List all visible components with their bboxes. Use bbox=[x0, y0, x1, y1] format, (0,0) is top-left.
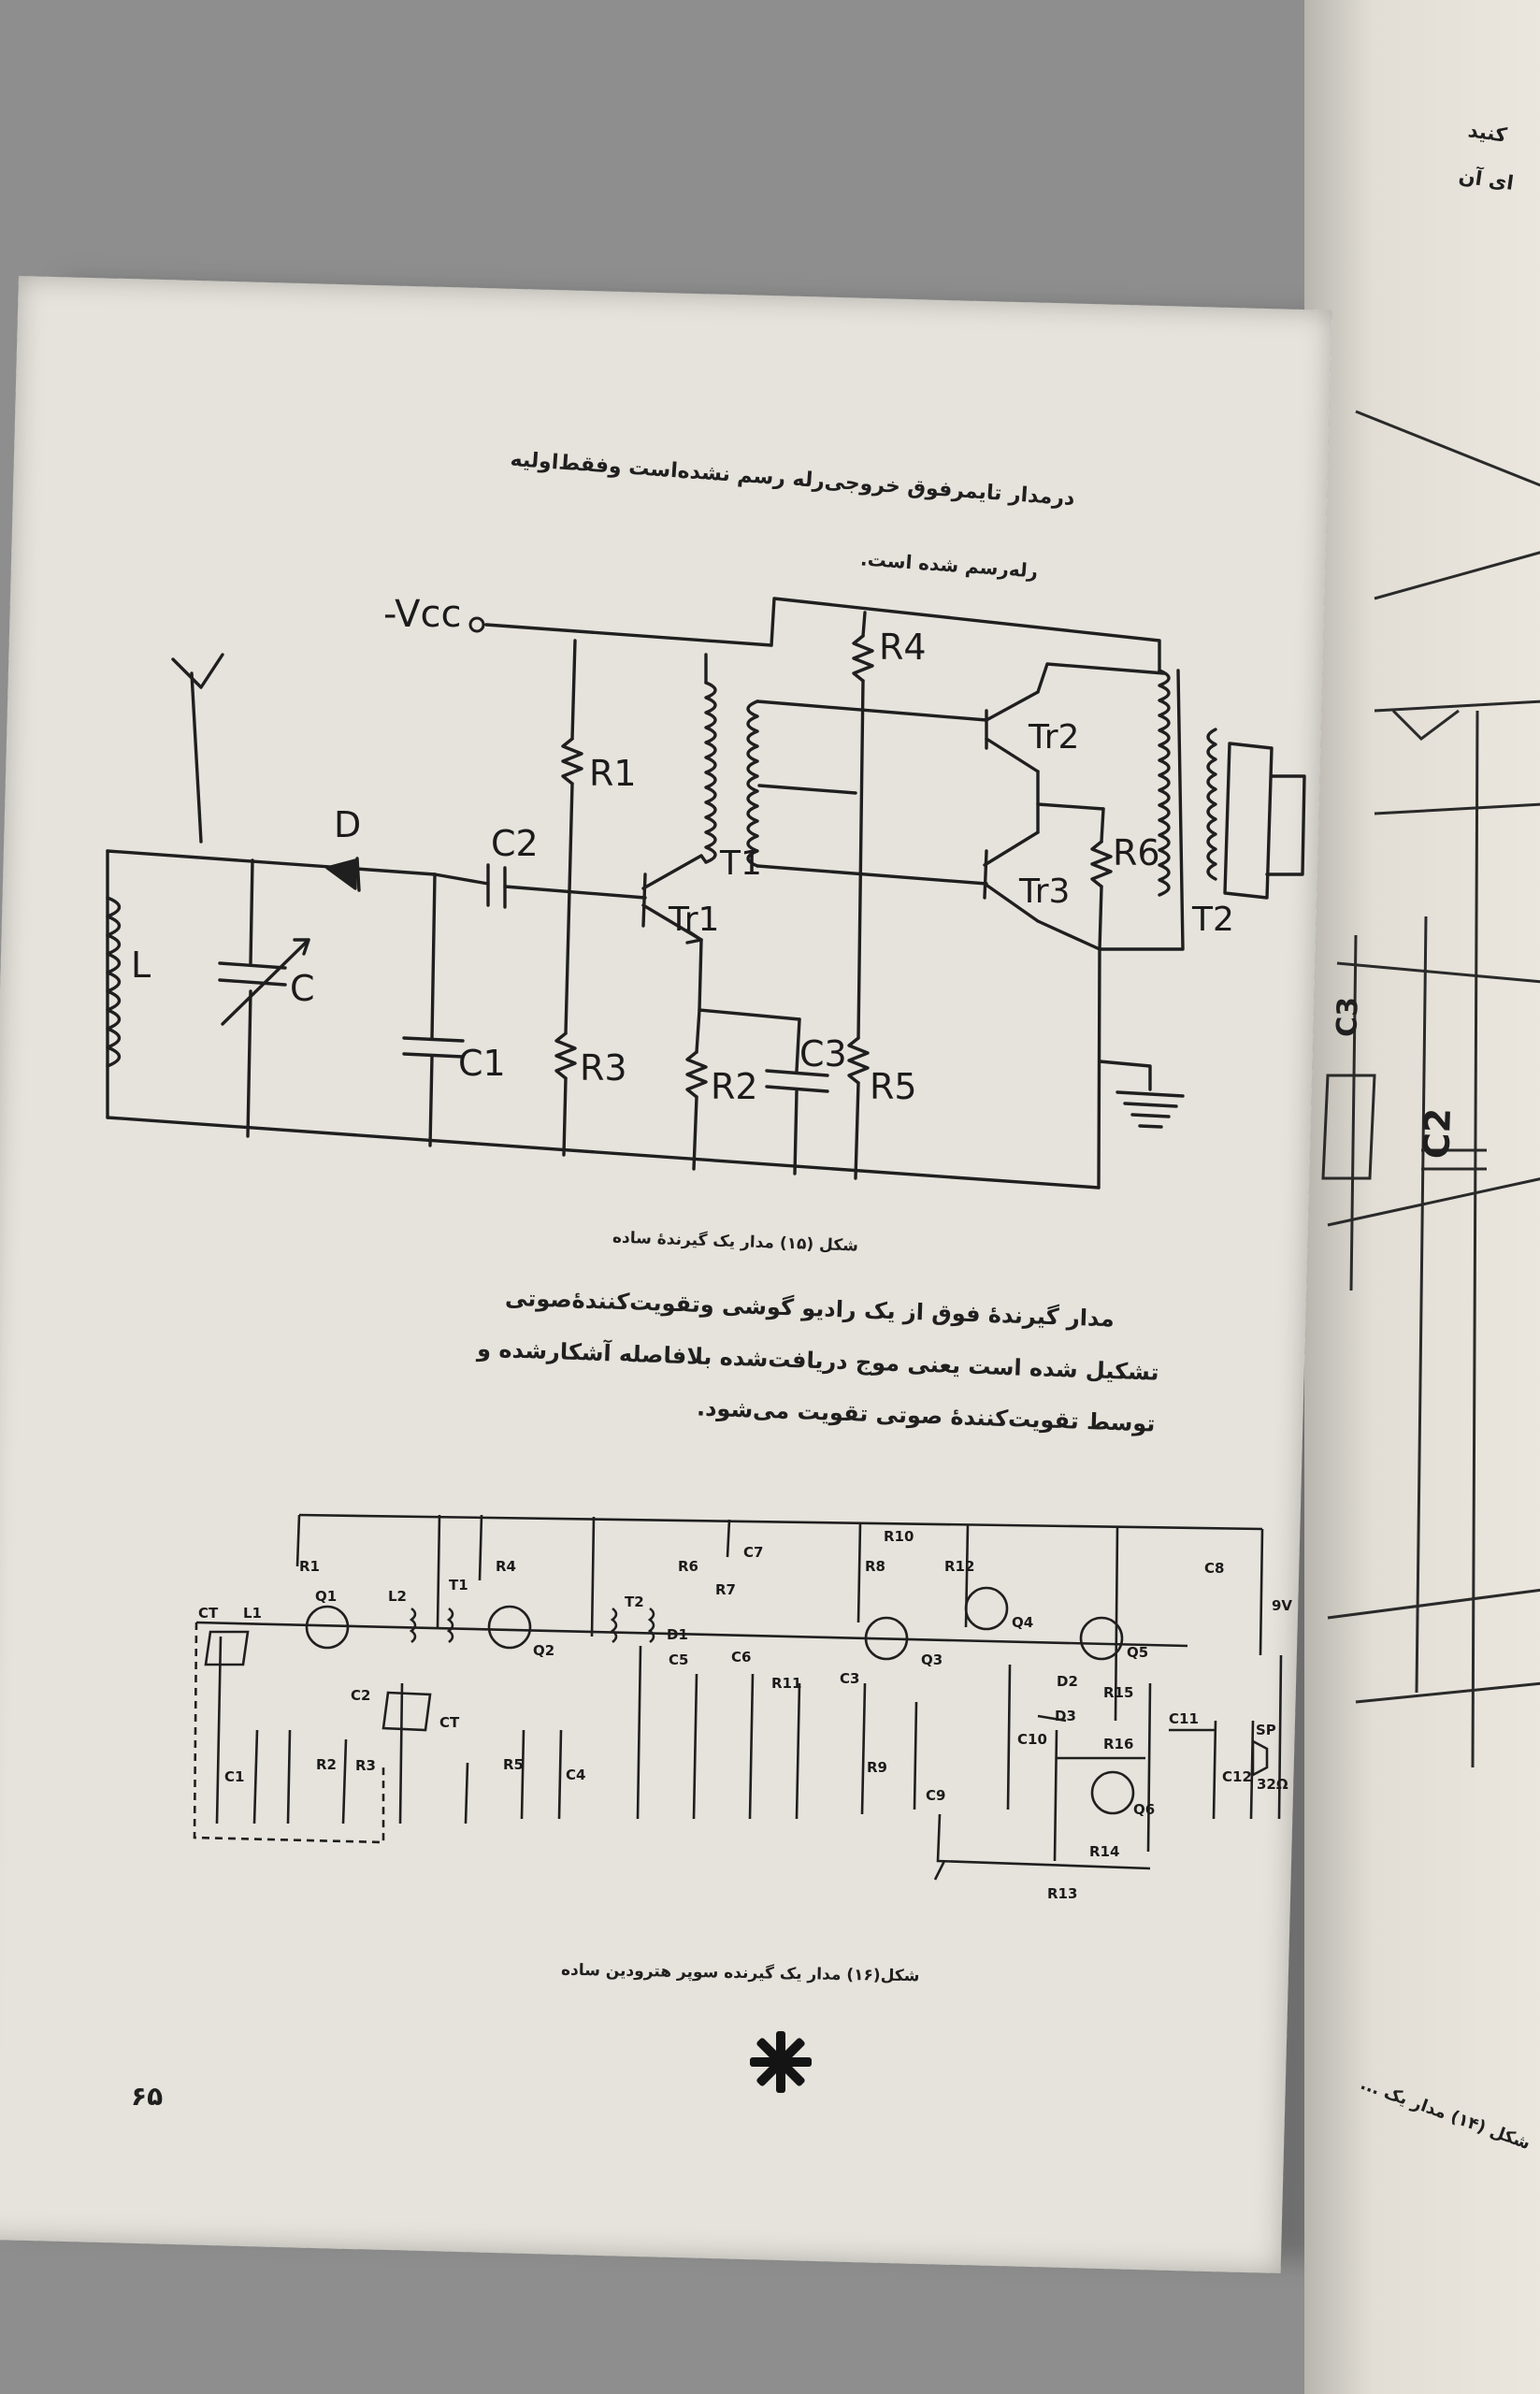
label-r2: R2 bbox=[711, 1066, 758, 1107]
label-q2: Q2 bbox=[533, 1642, 554, 1659]
label-r10: R10 bbox=[884, 1528, 914, 1545]
label-c3: C3 bbox=[840, 1670, 859, 1687]
label-r6: R6 bbox=[678, 1558, 698, 1575]
label-c2: C2 bbox=[351, 1687, 370, 1704]
label-c3: C3 bbox=[799, 1033, 847, 1074]
label-r4: R4 bbox=[496, 1558, 516, 1575]
label-c9: C9 bbox=[926, 1787, 945, 1804]
label-l: L bbox=[131, 945, 151, 986]
label-tr2: Tr2 bbox=[1028, 718, 1079, 757]
label-l1: L1 bbox=[243, 1605, 262, 1622]
label-t2: T2 bbox=[1191, 901, 1234, 939]
label-q4: Q4 bbox=[1012, 1614, 1033, 1631]
label-q6: Q6 bbox=[1133, 1801, 1155, 1818]
label-c1: C1 bbox=[458, 1043, 506, 1084]
side-label-c2: C2 bbox=[1416, 1107, 1460, 1160]
label-t1: T1 bbox=[719, 844, 762, 883]
asterisk-ornament-icon bbox=[750, 2031, 812, 2093]
label-r12: R12 bbox=[944, 1558, 974, 1575]
label-t2: T2 bbox=[625, 1594, 644, 1610]
label-r5: R5 bbox=[503, 1756, 524, 1773]
label-r6: R6 bbox=[1113, 832, 1160, 873]
label-r3: R3 bbox=[355, 1757, 376, 1774]
label-r8: R8 bbox=[865, 1558, 885, 1575]
label-r13: R13 bbox=[1047, 1885, 1077, 1902]
label-r14: R14 bbox=[1089, 1843, 1119, 1860]
label-c6: C6 bbox=[731, 1649, 751, 1666]
label-l2: L2 bbox=[388, 1588, 407, 1605]
label-volt: 9V bbox=[1272, 1597, 1292, 1614]
label-r5: R5 bbox=[870, 1066, 917, 1107]
label-q1: Q1 bbox=[315, 1588, 337, 1605]
label-d2: D2 bbox=[1057, 1673, 1078, 1690]
label-q3: Q3 bbox=[921, 1651, 943, 1668]
label-r9: R9 bbox=[867, 1759, 887, 1776]
label-tr1: Tr1 bbox=[668, 901, 719, 939]
label-d: D bbox=[334, 804, 361, 845]
label-c5: C5 bbox=[669, 1651, 688, 1668]
label-c4: C4 bbox=[566, 1767, 585, 1783]
label-r2: R2 bbox=[316, 1756, 337, 1773]
label-r3: R3 bbox=[580, 1047, 627, 1089]
label-r4: R4 bbox=[879, 627, 927, 668]
label-r11: R11 bbox=[771, 1675, 801, 1692]
page-number: ۶۵ bbox=[131, 2081, 164, 2112]
label-c11: C11 bbox=[1169, 1710, 1199, 1727]
side-label-c3: C3 bbox=[1331, 996, 1365, 1038]
label-c1: C1 bbox=[224, 1768, 244, 1785]
label-ohm: 32Ω bbox=[1257, 1776, 1288, 1793]
label-r15: R15 bbox=[1103, 1684, 1133, 1701]
label-d3: D3 bbox=[1055, 1708, 1076, 1724]
label-tr3: Tr3 bbox=[1018, 873, 1070, 911]
label-c10: C10 bbox=[1017, 1731, 1047, 1748]
label-c: C bbox=[290, 968, 315, 1009]
label-q5: Q5 bbox=[1127, 1644, 1148, 1661]
label-r1: R1 bbox=[589, 753, 637, 794]
label-d1: D1 bbox=[667, 1626, 688, 1643]
label-c8: C8 bbox=[1204, 1560, 1224, 1577]
label-ct2: CT bbox=[439, 1714, 460, 1731]
label-c12: C12 bbox=[1222, 1768, 1252, 1785]
label-r1: R1 bbox=[299, 1558, 320, 1575]
label-t1: T1 bbox=[449, 1577, 468, 1594]
label-sp: SP bbox=[1256, 1722, 1276, 1738]
label-c7: C7 bbox=[743, 1544, 763, 1561]
label-c2: C2 bbox=[491, 823, 539, 864]
label-ct: CT bbox=[198, 1605, 219, 1622]
label-vcc: -Vcc bbox=[383, 593, 461, 636]
label-r7: R7 bbox=[715, 1581, 736, 1598]
label-r16: R16 bbox=[1103, 1736, 1133, 1752]
